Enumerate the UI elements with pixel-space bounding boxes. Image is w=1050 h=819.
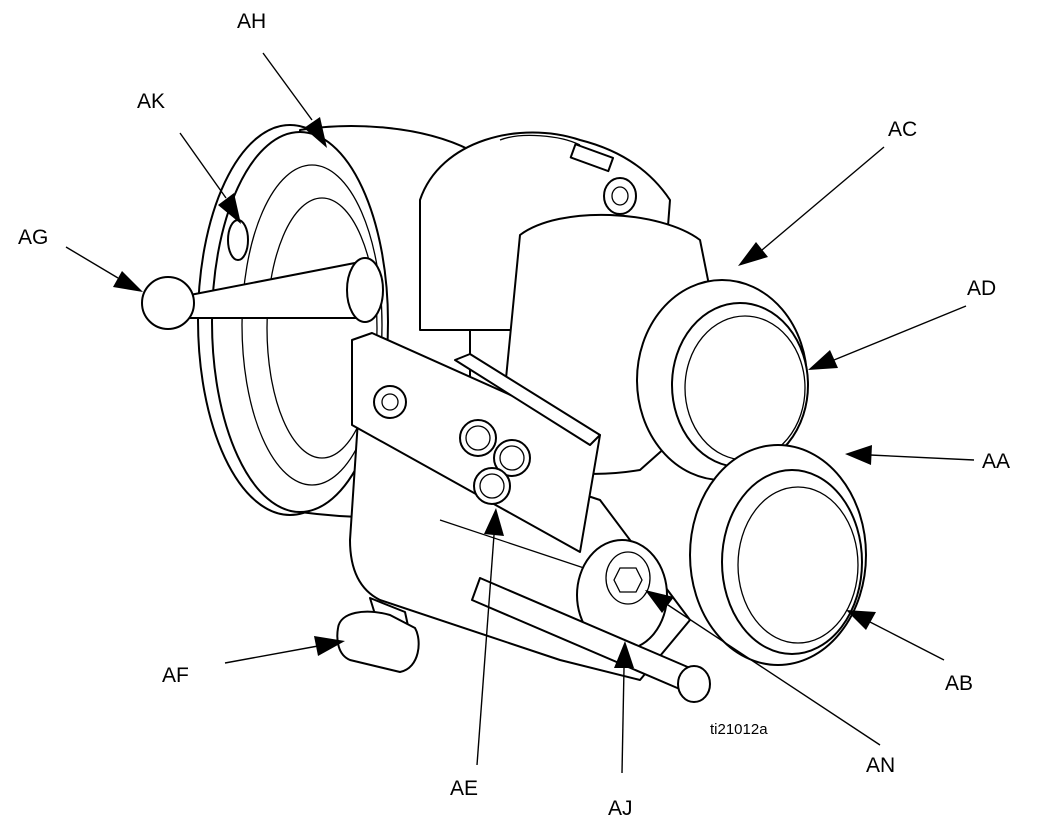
callout-AG: AG xyxy=(18,226,48,249)
callout-AJ: AJ xyxy=(608,797,633,819)
handle-knob xyxy=(141,276,195,330)
leader-lines xyxy=(65,52,975,774)
callout-AN: AN xyxy=(866,754,895,777)
figure-reference: ti21012a xyxy=(710,721,768,738)
callout-AH: AH xyxy=(237,10,266,33)
callout-AB: AB xyxy=(945,672,973,695)
callout-AD: AD xyxy=(967,277,996,300)
assembly-drawing xyxy=(141,124,867,703)
callout-labels: AH AK AG AC AD AA AB AF AE AN AJ ti21012… xyxy=(18,10,1010,819)
callout-AA: AA xyxy=(982,450,1010,473)
callout-AE: AE xyxy=(450,777,478,800)
rear-hub xyxy=(227,219,249,261)
adjust-knob xyxy=(336,597,420,673)
callout-AC: AC xyxy=(888,118,917,141)
clamp-plate xyxy=(351,332,601,553)
callout-AK: AK xyxy=(137,90,165,113)
handle-lever xyxy=(141,257,384,330)
lower-roller xyxy=(689,444,867,666)
callout-AF: AF xyxy=(162,664,189,687)
guide-rod xyxy=(471,577,711,703)
